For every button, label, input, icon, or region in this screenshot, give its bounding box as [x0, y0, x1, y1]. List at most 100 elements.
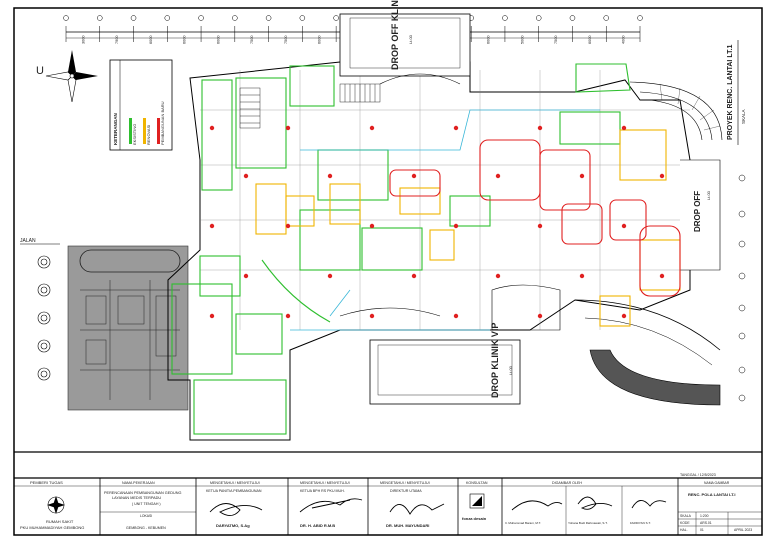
consultant-name: fonza desain: [462, 516, 487, 521]
column-marker: [209, 125, 215, 131]
column-marker: [537, 223, 543, 229]
drafter-signature-3: [631, 500, 667, 509]
drop-off-right-area: DROP OFF Lt.00: [680, 159, 721, 271]
dimension-label: 7900: [115, 36, 119, 44]
sheet-no: APRIL 2023: [734, 528, 752, 532]
structural-columns: [209, 125, 665, 319]
column-marker: [411, 173, 417, 179]
legend-item-renovasi: RENOVASI: [143, 118, 151, 145]
north-letter: U: [36, 65, 44, 77]
grid-axis-bubble: [265, 15, 272, 21]
svg-text:EKSISTING: EKSISTING: [132, 124, 137, 145]
column-marker: [621, 223, 627, 229]
svg-text:KETUA BPH RS PKU MUH.: KETUA BPH RS PKU MUH.: [300, 489, 345, 493]
svg-text:RENOVASI: RENOVASI: [146, 125, 151, 145]
svg-text:1:200: 1:200: [700, 514, 709, 518]
dimension-label: 6000: [318, 36, 322, 44]
curved-ramp-top-right: [629, 81, 723, 141]
column-marker: [453, 313, 459, 319]
column-marker: [537, 313, 543, 319]
location-value: GEMBONG - KEBUMEN: [126, 526, 166, 530]
grid-axis-bubble: [164, 15, 171, 21]
dimension-label: 3000: [81, 36, 85, 44]
dimension-label: 7500: [284, 36, 288, 44]
project-line-3: ( UNIT TENGAH ): [132, 502, 161, 506]
drawing-name: RENC. POLA LANTAI LT.I: [688, 492, 735, 497]
owner-header: PEMBERI TUGAS: [30, 480, 63, 485]
dimension-label: 7500: [250, 36, 254, 44]
svg-text:ARS.01: ARS.01: [700, 521, 712, 525]
svg-text:KONSULTAN: KONSULTAN: [466, 481, 488, 485]
legend-swatch-red: [157, 118, 160, 144]
column-marker: [453, 223, 459, 229]
svg-text:Lt.00: Lt.00: [408, 34, 413, 44]
svg-text:KODE: KODE: [680, 521, 690, 525]
column-marker: [579, 173, 585, 179]
owner-logo-icon: [47, 496, 65, 514]
signature-1: [209, 503, 263, 516]
column-marker: [537, 125, 543, 131]
column-marker: [579, 273, 585, 279]
signature-3: [389, 503, 445, 515]
project-header: NAMA PEKERJAAN: [122, 481, 155, 485]
drop-off-right-label: DROP OFF: [693, 191, 702, 232]
grid-axis-bubble: [603, 15, 609, 21]
legend-item-eksisting: EKSISTING: [129, 118, 137, 145]
date-label: TANGGAL / 12/5/2023: [680, 473, 716, 477]
project-line-1: PERENCANAAN PEMBANGUNAN GEDUNG: [104, 491, 181, 495]
new-rooms-red: [389, 139, 681, 297]
stairs: [239, 83, 381, 129]
dimension-label: 6000: [216, 36, 220, 44]
column-marker: [495, 173, 501, 179]
grid-axis-bubble: [569, 15, 576, 21]
svg-text:DIGAMBAR OLEH: DIGAMBAR OLEH: [552, 481, 582, 485]
svg-text:HAL.: HAL.: [680, 528, 688, 532]
svg-text:DIREKTUR UTAMA: DIREKTUR UTAMA: [390, 489, 422, 493]
top-dimension-line: 3000790060006000600075007500600060006000…: [63, 15, 643, 44]
drop-off-klinik-label: DROP OFF KLINIK: [390, 0, 400, 70]
column-marker: [209, 313, 215, 319]
drafter-signature-1: [511, 500, 563, 511]
drafter-name-3: FARDIYAN S.T.: [630, 521, 651, 525]
column-marker: [621, 313, 627, 319]
grid-axis-bubble: [63, 15, 69, 21]
renovated-rooms-yellow: [255, 129, 681, 327]
column-marker: [453, 125, 459, 131]
column-marker: [659, 273, 665, 279]
existing-building-block: [67, 245, 189, 411]
lobby-arcs: [339, 73, 561, 331]
column-marker: [327, 173, 333, 179]
column-marker: [285, 125, 291, 131]
right-vertical-title: PROYEK RENC. LANTAI LT.1 SKALA: [727, 40, 746, 145]
grid-axis-bubble: [232, 15, 238, 21]
grid-axis-bubble: [333, 15, 339, 21]
column-marker: [411, 273, 417, 279]
left-marker-label: JALAN: [20, 238, 36, 244]
legend-swatch-yellow: [143, 118, 146, 144]
svg-text:Lt.00: Lt.00: [508, 365, 513, 375]
dimension-label: 5000: [520, 36, 524, 44]
svg-text:Lt.00: Lt.00: [706, 190, 711, 200]
drop-klinik-vip-label: DROP KLINIK VIP: [490, 323, 500, 398]
project-line-2: LAYANAN MEDIS TERPADU: [112, 496, 161, 500]
svg-text:MENGETAHUI / MENYETUJUI: MENGETAHUI / MENYETUJUI: [300, 481, 350, 485]
svg-text:NAMA GAMBAR: NAMA GAMBAR: [704, 481, 730, 485]
column-marker: [369, 125, 375, 131]
drafter-name-2: Yohana Budi Rahmawati, S.T.: [568, 521, 608, 525]
grid-axis-bubble: [502, 15, 508, 21]
north-arrow-icon: U: [36, 50, 98, 103]
column-marker: [659, 173, 665, 179]
grid-axis-bubble: [130, 15, 137, 21]
svg-text:01: 01: [700, 528, 704, 532]
svg-text:PEMBANGUNAN BARU: PEMBANGUNAN BARU: [160, 101, 165, 145]
column-marker: [209, 223, 215, 229]
column-marker: [369, 223, 375, 229]
column-marker: [243, 273, 249, 279]
dimension-label: 7500: [554, 36, 558, 44]
svg-text:PROYEK RENC. LANTAI LT.1: PROYEK RENC. LANTAI LT.1: [727, 44, 734, 140]
owner-name: RUMAH SAKIT: [46, 519, 74, 524]
column-marker: [327, 273, 333, 279]
dimension-label: 6000: [149, 36, 153, 44]
svg-text:KETUA PANITIA PEMBANGUNAN: KETUA PANITIA PEMBANGUNAN: [206, 489, 262, 493]
